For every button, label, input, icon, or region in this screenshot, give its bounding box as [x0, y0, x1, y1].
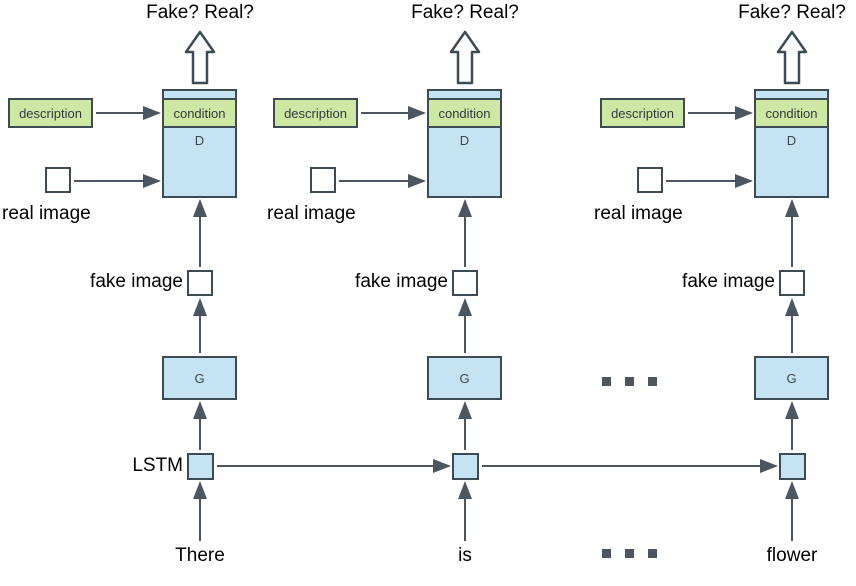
- real-image-square: [45, 167, 71, 193]
- input-word: is: [458, 545, 472, 566]
- condition-bar: condition: [164, 98, 235, 128]
- fake-image-square: [779, 270, 805, 296]
- discriminator-top-strip: [164, 91, 235, 98]
- condition-bar: condition: [429, 98, 500, 128]
- timestep-column-1: Fake? Real? condition D description real…: [0, 0, 254, 586]
- lstm-label: LSTM: [132, 455, 183, 476]
- ellipsis-dot: [625, 377, 634, 386]
- real-image-label: real image: [267, 203, 356, 224]
- ellipsis-dot: [625, 549, 634, 558]
- generator-box: G: [754, 356, 829, 400]
- discriminator-label: D: [786, 133, 797, 148]
- ellipsis-dot: [648, 377, 657, 386]
- ellipsis-dot: [602, 377, 611, 386]
- discriminator-box: condition D: [427, 89, 502, 198]
- discriminator-label: D: [459, 133, 470, 148]
- fake-image-square: [452, 270, 478, 296]
- discriminator-box: condition D: [754, 89, 829, 198]
- input-word: There: [175, 545, 225, 566]
- fake-image-square: [187, 270, 213, 296]
- real-image-label: real image: [2, 203, 91, 224]
- real-image-square: [637, 167, 663, 193]
- condition-bar: condition: [756, 98, 827, 128]
- timestep-column-3: Fake? Real? condition D description real…: [592, 0, 846, 586]
- lstm-cell: [187, 453, 214, 480]
- description-box: description: [8, 98, 93, 128]
- ellipsis-dot: [648, 549, 657, 558]
- fake-image-label: fake image: [90, 271, 183, 292]
- discriminator-label: D: [194, 133, 205, 148]
- real-image-label: real image: [594, 203, 683, 224]
- timestep-column-2: Fake? Real? condition D description real…: [265, 0, 519, 586]
- generator-box: G: [162, 356, 237, 400]
- fake-real-label: Fake? Real?: [411, 2, 519, 23]
- discriminator-box: condition D: [162, 89, 237, 198]
- description-box: description: [273, 98, 358, 128]
- lstm-cell: [452, 453, 479, 480]
- fake-image-label: fake image: [355, 271, 448, 292]
- ellipsis-icon: [602, 377, 657, 386]
- input-word: flower: [766, 545, 818, 566]
- lstm-cell: [779, 453, 806, 480]
- generator-box: G: [427, 356, 502, 400]
- ellipsis-icon: [602, 549, 657, 558]
- fake-real-label: Fake? Real?: [738, 2, 846, 23]
- fake-image-label: fake image: [682, 271, 775, 292]
- discriminator-top-strip: [429, 91, 500, 98]
- discriminator-top-strip: [756, 91, 827, 98]
- fake-real-label: Fake? Real?: [146, 2, 254, 23]
- real-image-square: [310, 167, 336, 193]
- description-box: description: [600, 98, 685, 128]
- ellipsis-dot: [602, 549, 611, 558]
